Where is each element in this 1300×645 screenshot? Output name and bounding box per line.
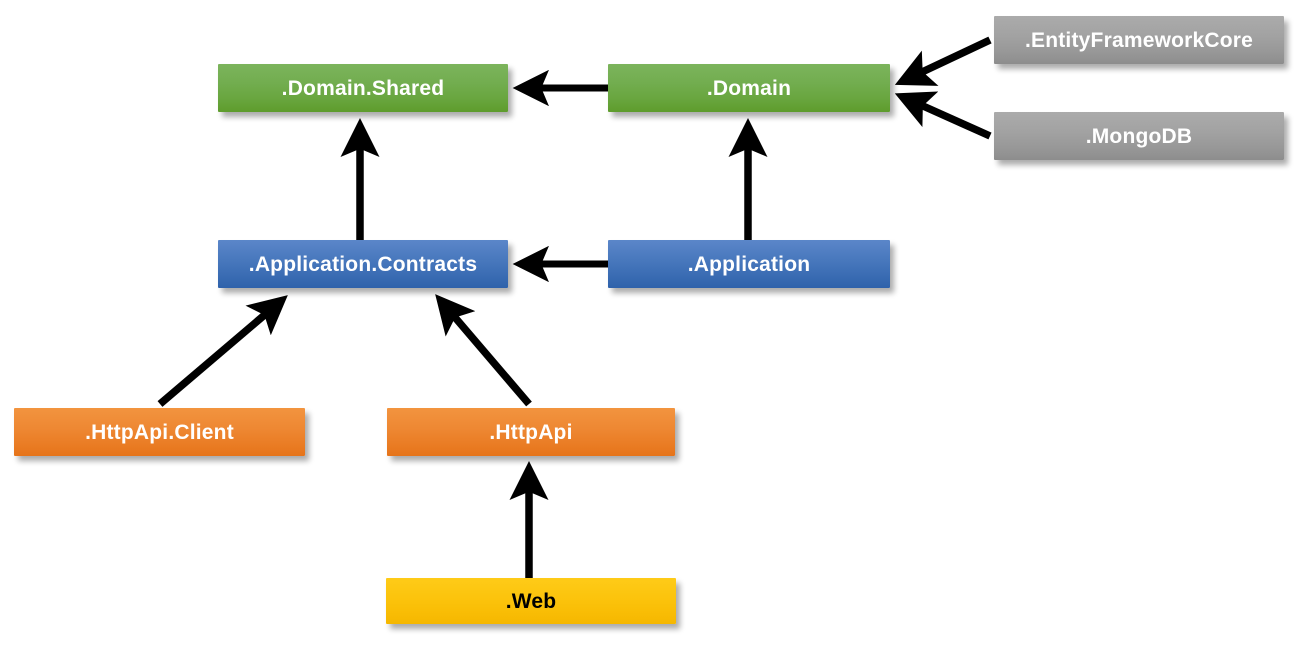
node-entity-framework-core[interactable]: .EntityFrameworkCore	[994, 16, 1284, 64]
node-domain-shared-label: .Domain.Shared	[281, 76, 445, 100]
node-httpapi-label: .HttpApi	[489, 420, 573, 444]
node-web-label: .Web	[505, 589, 557, 613]
node-mongodb-label: .MongoDB	[1085, 124, 1193, 148]
node-httpapi[interactable]: .HttpApi	[387, 408, 675, 456]
node-httpapi-client[interactable]: .HttpApi.Client	[14, 408, 305, 456]
node-mongodb[interactable]: .MongoDB	[994, 112, 1284, 160]
node-domain[interactable]: .Domain	[608, 64, 890, 112]
node-domain-label: .Domain	[706, 76, 792, 100]
node-web[interactable]: .Web	[386, 578, 676, 624]
node-application[interactable]: .Application	[608, 240, 890, 288]
node-application-label: .Application	[687, 252, 811, 276]
edge-httpapi-client-to-application-contracts	[157, 295, 288, 407]
edge-efcore-to-domain	[894, 36, 992, 86]
edge-mongodb-to-domain	[894, 91, 992, 140]
node-application-contracts-label: .Application.Contracts	[248, 252, 478, 276]
node-httpapi-client-label: .HttpApi.Client	[85, 420, 234, 444]
node-domain-shared[interactable]: .Domain.Shared	[218, 64, 508, 112]
node-entity-framework-core-label: .EntityFrameworkCore	[1024, 28, 1254, 52]
edge-httpapi-to-application-contracts	[435, 294, 532, 407]
node-application-contracts[interactable]: .Application.Contracts	[218, 240, 508, 288]
